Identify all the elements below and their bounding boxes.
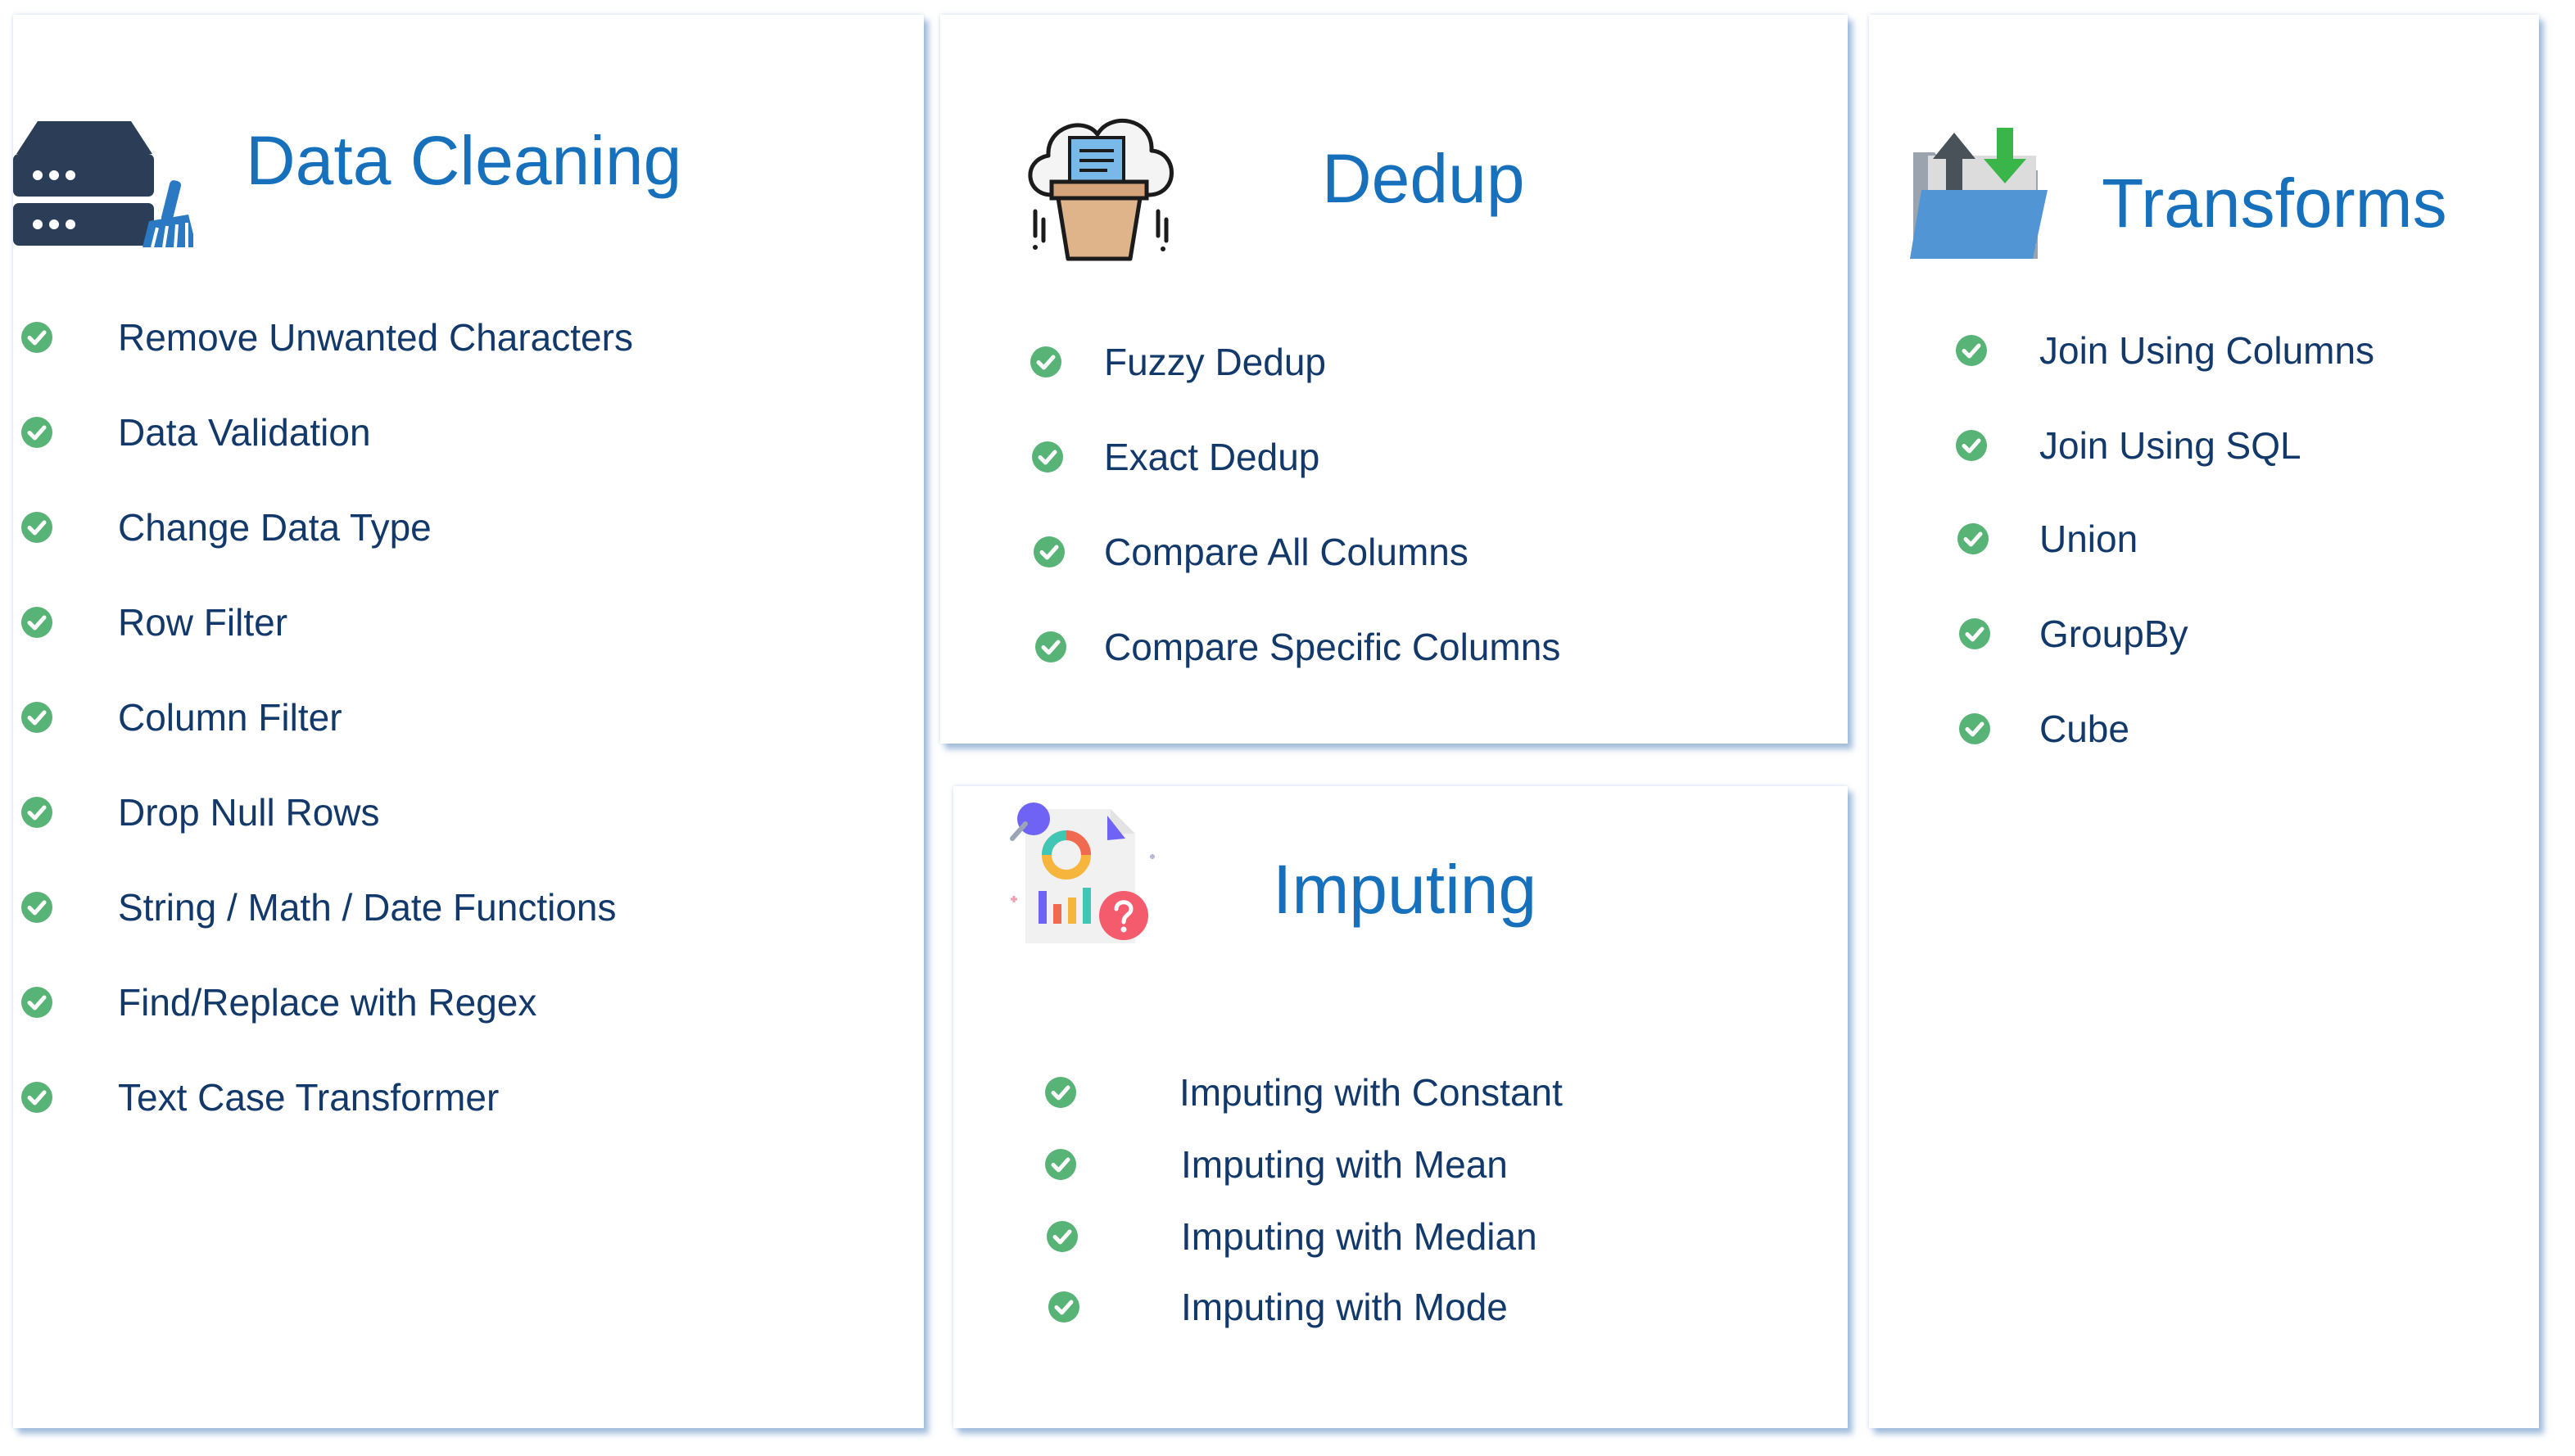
- list-item-label: Imputing with Mean: [1181, 1143, 1508, 1186]
- check-icon: [21, 892, 52, 923]
- list-item: Text Case Transformer: [13, 1073, 914, 1122]
- list-item: String / Math / Date Functions: [13, 883, 914, 932]
- imputing-title: Imputing: [1273, 851, 1537, 928]
- list-item-label: Column Filter: [118, 696, 342, 739]
- list-item: Union: [1869, 514, 2532, 563]
- check-icon: [1956, 335, 1987, 366]
- list-item-label: Imputing with Mode: [1181, 1286, 1508, 1328]
- check-icon: [1047, 1221, 1078, 1252]
- transforms-card: Transforms Join Using Columns Join Using…: [1869, 15, 2539, 1428]
- list-item: Cube: [1869, 704, 2532, 753]
- list-item-label: GroupBy: [2039, 613, 2188, 655]
- list-item-label: Imputing with Median: [1181, 1215, 1537, 1258]
- list-item-label: Change Data Type: [118, 506, 432, 549]
- list-item: Exact Dedup: [940, 432, 1841, 482]
- list-item: Fuzzy Dedup: [940, 337, 1841, 387]
- list-item: Row Filter: [13, 598, 914, 647]
- list-item: Join Using Columns: [1869, 326, 2532, 375]
- list-item-label: Compare All Columns: [1104, 531, 1469, 573]
- list-item-label: Union: [2039, 518, 2138, 560]
- list-item: Data Validation: [13, 408, 914, 457]
- cloud-bin-icon: [1019, 105, 1179, 269]
- list-item-label: Join Using Columns: [2039, 329, 2375, 372]
- list-item-label: String / Math / Date Functions: [118, 886, 617, 929]
- check-icon: [1045, 1077, 1076, 1108]
- list-item: Join Using SQL: [1869, 421, 2532, 470]
- list-item: Compare Specific Columns: [940, 622, 1841, 671]
- folder-arrows-icon: [1910, 106, 2057, 270]
- list-item: Imputing with Constant: [953, 1068, 1838, 1117]
- transforms-title: Transforms: [2102, 165, 2447, 242]
- check-icon: [1030, 346, 1061, 378]
- list-item: Compare All Columns: [940, 527, 1841, 577]
- list-item-label: Drop Null Rows: [118, 791, 380, 834]
- list-item-label: Data Validation: [118, 411, 371, 454]
- check-icon: [1035, 631, 1066, 662]
- check-icon: [21, 987, 52, 1018]
- list-item: Find/Replace with Regex: [13, 978, 914, 1027]
- list-item-label: Cube: [2039, 708, 2129, 750]
- report-question-icon: [1002, 791, 1166, 955]
- list-item-label: Remove Unwanted Characters: [118, 316, 633, 359]
- check-icon: [1959, 713, 1990, 744]
- list-item: Change Data Type: [13, 503, 914, 552]
- list-item: Remove Unwanted Characters: [13, 313, 914, 362]
- check-icon: [21, 607, 52, 638]
- dedup-title: Dedup: [1322, 140, 1525, 217]
- check-icon: [1048, 1291, 1079, 1323]
- list-item: Imputing with Median: [953, 1212, 1838, 1261]
- list-item-label: Exact Dedup: [1104, 436, 1320, 478]
- check-icon: [1956, 430, 1987, 461]
- check-icon: [1959, 618, 1990, 649]
- list-item: Imputing with Mean: [953, 1140, 1838, 1189]
- list-item-label: Text Case Transformer: [118, 1076, 500, 1119]
- data-cleaning-card: Data Cleaning Remove Unwanted Characters…: [13, 15, 924, 1428]
- server-broom-icon: [13, 95, 197, 251]
- check-icon: [21, 797, 52, 828]
- check-icon: [1034, 536, 1065, 567]
- list-item-label: Join Using SQL: [2039, 424, 2301, 467]
- list-item: Imputing with Mode: [953, 1282, 1838, 1332]
- check-icon: [21, 512, 52, 543]
- check-icon: [21, 1082, 52, 1113]
- list-item: GroupBy: [1869, 609, 2532, 658]
- check-icon: [1957, 523, 1989, 554]
- check-icon: [1045, 1149, 1076, 1180]
- list-item: Column Filter: [13, 693, 914, 742]
- data-cleaning-title: Data Cleaning: [246, 122, 682, 199]
- list-item-label: Imputing with Constant: [1179, 1071, 1563, 1114]
- check-icon: [1032, 441, 1063, 473]
- list-item-label: Fuzzy Dedup: [1104, 341, 1327, 383]
- check-icon: [21, 702, 52, 733]
- imputing-card: Imputing Imputing with Constant Imputing…: [953, 786, 1848, 1428]
- list-item-label: Compare Specific Columns: [1104, 626, 1561, 668]
- dedup-card: Dedup Fuzzy Dedup Exact Dedup Compare Al…: [940, 15, 1848, 744]
- list-item-label: Row Filter: [118, 601, 288, 644]
- list-item-label: Find/Replace with Regex: [118, 981, 537, 1024]
- list-item: Drop Null Rows: [13, 788, 914, 837]
- check-icon: [21, 322, 52, 353]
- check-icon: [21, 417, 52, 448]
